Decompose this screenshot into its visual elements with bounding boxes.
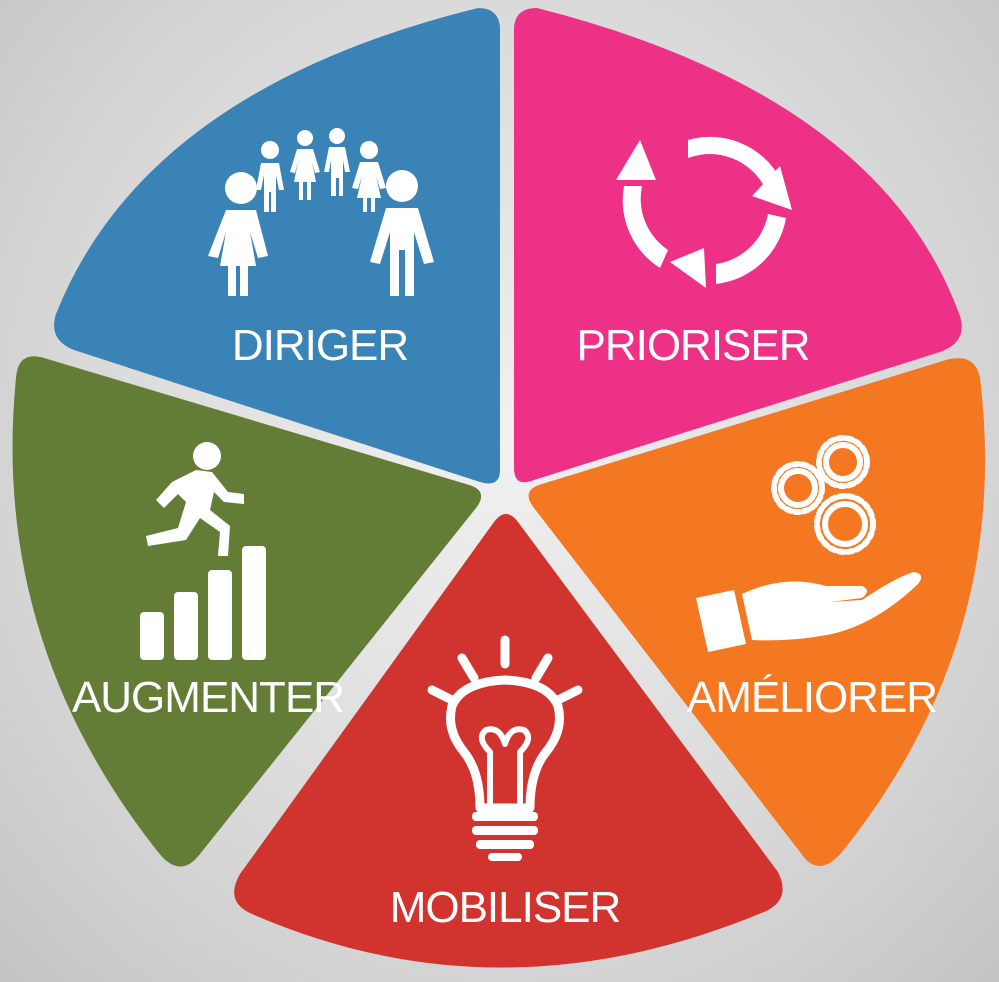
- label-ameliorer: AMÉLIORER: [687, 673, 937, 722]
- label-diriger: DIRIGER: [232, 321, 408, 370]
- cycle-arrows-icon: [616, 136, 792, 288]
- label-augmenter: AUGMENTER: [72, 673, 344, 722]
- label-mobiliser: MOBILISER: [390, 883, 621, 932]
- climbing-bars-icon: [140, 442, 266, 660]
- label-prioriser: PRIORISER: [576, 321, 809, 370]
- segment-prioriser: [514, 8, 962, 483]
- hand-gears-icon: [696, 435, 922, 652]
- lightbulb-icon: [427, 635, 583, 861]
- segment-diriger: [54, 8, 500, 484]
- people-arch-icon: [208, 128, 434, 296]
